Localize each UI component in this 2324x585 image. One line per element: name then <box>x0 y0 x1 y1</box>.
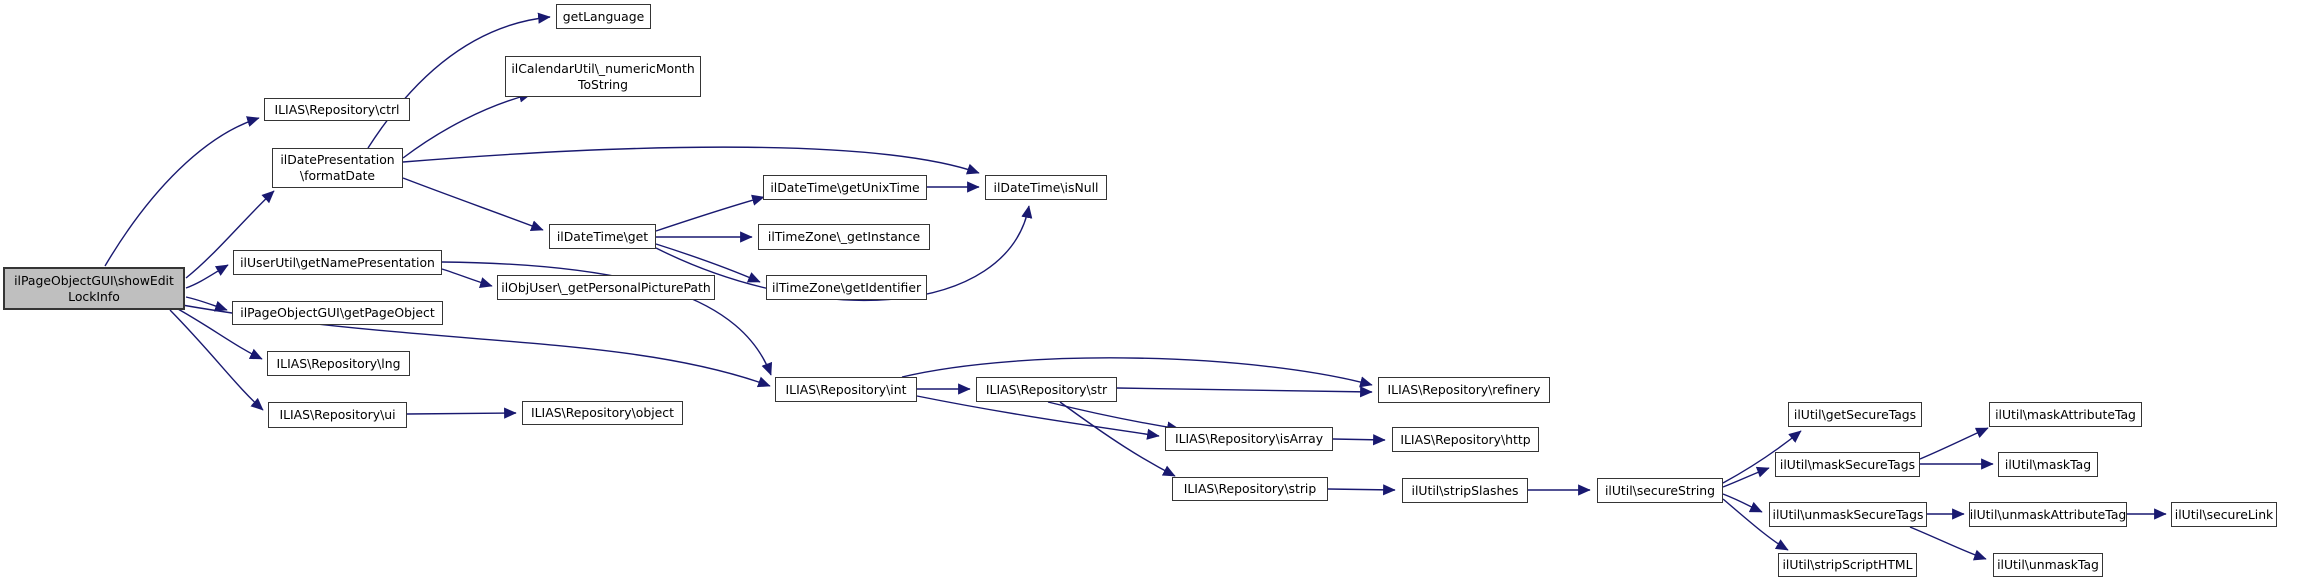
node-datetime-get[interactable]: ilDateTime\get <box>549 224 656 249</box>
node-repository-ui[interactable]: ILIAS\Repository\ui <box>268 402 407 428</box>
edge-secure-string--get-secure-tags <box>1722 430 1802 484</box>
edge-show-edit-lock-info--get-name-presentation <box>185 264 229 289</box>
node-get-name-presentation[interactable]: ilUserUtil\getNamePresentation <box>233 250 442 275</box>
node-label: ilUtil\unmaskTag <box>1997 557 2099 572</box>
node-label: ilDateTime\get <box>556 228 649 244</box>
node-label: ilObjUser\_getPersonalPicturePath <box>501 279 711 295</box>
node-label: \formatDate <box>299 168 376 183</box>
edge-show-edit-lock-info--repository-ui <box>169 309 264 411</box>
node-unmask-secure-tags[interactable]: ilUtil\unmaskSecureTags <box>1769 502 1927 527</box>
node-repository-strip[interactable]: ILIAS\Repository\strip <box>1172 477 1328 501</box>
node-unmask-attribute-tag[interactable]: ilUtil\unmaskAttributeTag <box>1969 502 2127 527</box>
node-mask-tag[interactable]: ilUtil\maskTag <box>1998 452 2098 477</box>
node-strip-slashes[interactable]: ilUtil\stripSlashes <box>1402 478 1528 503</box>
node-label: ilUtil\maskSecureTags <box>1779 456 1916 472</box>
edge-format-date--datetime-is-null <box>402 146 980 175</box>
edge-repository-int--repository-is-array <box>916 395 1160 440</box>
node-label: ilPageObjectGUI\getPageObject <box>240 305 435 320</box>
edge-show-edit-lock-info--repository-lng <box>177 308 263 360</box>
edge-unmask-secure-tags--unmask-tag <box>1909 526 1987 561</box>
node-label: ILIAS\Repository\isArray <box>1174 431 1324 446</box>
node-repository-is-array[interactable]: ILIAS\Repository\isArray <box>1165 427 1333 451</box>
node-label: ilUtil\stripScriptHTML <box>1782 557 1913 572</box>
edge-datetime-get--datetime-get-unix-time <box>655 194 765 232</box>
edge-format-date--numeric-month-to-string <box>402 91 532 159</box>
node-label: ilCalendarUtil\_numericMonth <box>511 60 695 76</box>
edge-repository-strip--strip-slashes <box>1327 484 1396 496</box>
node-label: ilUtil\stripSlashes <box>1411 482 1519 498</box>
edge-repository-str--repository-is-array <box>1047 401 1180 433</box>
edge-mask-secure-tags--mask-attribute-tag <box>1919 427 1989 460</box>
node-timezone-get-identifier[interactable]: ilTimeZone\getIdentifier <box>766 275 927 300</box>
node-label: ilDatePresentation <box>280 152 395 167</box>
edge-repository-int--repository-refinery <box>901 357 1373 388</box>
node-label: ilUtil\getSecureTags <box>1793 406 1917 422</box>
edge-format-date--datetime-get <box>402 177 544 232</box>
edge-show-edit-lock-info--format-date <box>185 190 275 279</box>
node-label: ilDateTime\getUnixTime <box>770 179 920 195</box>
node-repository-object[interactable]: ILIAS\Repository\object <box>522 401 683 425</box>
node-repository-http[interactable]: ILIAS\Repository\http <box>1392 427 1539 452</box>
node-repository-int[interactable]: ILIAS\Repository\int <box>775 377 917 402</box>
edge-secure-string--unmask-secure-tags <box>1722 493 1763 513</box>
node-label: getLanguage <box>562 8 645 24</box>
edge-secure-string--mask-secure-tags <box>1722 466 1770 488</box>
edge-datetime-get--timezone-get-identifier <box>655 243 761 283</box>
node-secure-string[interactable]: ilUtil\secureString <box>1597 478 1723 503</box>
node-label: ilUtil\unmaskAttributeTag <box>1969 506 2127 522</box>
node-label: ILIAS\Repository\lng <box>276 355 401 371</box>
edge-secure-string--strip-script-html <box>1722 498 1789 551</box>
edge-repository-ui--repository-object <box>406 407 517 419</box>
node-label: ilUtil\secureLink <box>2174 506 2274 522</box>
node-secure-link[interactable]: ilUtil\secureLink <box>2171 502 2277 527</box>
edge-show-edit-lock-info--get-page-object <box>185 296 228 312</box>
node-repository-str[interactable]: ILIAS\Repository\str <box>976 377 1117 402</box>
node-datetime-is-null[interactable]: ilDateTime\isNull <box>985 175 1107 200</box>
node-label: ilDateTime\isNull <box>993 179 1099 195</box>
edge-repository-str--repository-strip <box>1059 401 1176 477</box>
edge-repository-str--repository-refinery <box>1116 386 1373 398</box>
node-label: ilUtil\secureString <box>1604 482 1716 498</box>
node-label: ILIAS\Repository\ui <box>279 407 396 422</box>
node-get-secure-tags[interactable]: ilUtil\getSecureTags <box>1788 402 1922 427</box>
node-label: ilTimeZone\getIdentifier <box>771 279 922 295</box>
node-label: ILIAS\Repository\int <box>785 381 907 397</box>
node-label: ilPageObjectGUI\showEdit <box>14 272 174 288</box>
node-label: ILIAS\Repository\str <box>985 381 1108 397</box>
node-label: ilUtil\unmaskSecureTags <box>1772 506 1924 522</box>
node-mask-secure-tags[interactable]: ilUtil\maskSecureTags <box>1775 452 1920 477</box>
node-timezone-get-instance[interactable]: ilTimeZone\_getInstance <box>758 224 930 250</box>
node-strip-script-html[interactable]: ilUtil\stripScriptHTML <box>1778 553 1917 577</box>
edge-repository-is-array--repository-http <box>1332 434 1386 446</box>
node-label: ilUserUtil\getNamePresentation <box>240 254 435 270</box>
node-label: ILIAS\Repository\ctrl <box>274 101 400 117</box>
node-label: ILIAS\Repository\strip <box>1183 481 1317 496</box>
node-repository-lng[interactable]: ILIAS\Repository\lng <box>267 351 410 376</box>
node-label: ToString <box>577 76 629 92</box>
node-unmask-tag[interactable]: ilUtil\unmaskTag <box>1993 553 2103 577</box>
edge-get-name-presentation--get-personal-picture-path <box>441 268 493 288</box>
node-label: ILIAS\Repository\object <box>531 405 674 420</box>
edge-show-edit-lock-info--repository-ctrl <box>104 116 260 267</box>
node-datetime-get-unix-time[interactable]: ilDateTime\getUnixTime <box>763 175 927 200</box>
node-get-page-object[interactable]: ilPageObjectGUI\getPageObject <box>232 301 443 325</box>
node-label: ilTimeZone\_getInstance <box>767 229 921 244</box>
node-label: ilUtil\maskAttributeTag <box>1995 406 2136 422</box>
node-get-language[interactable]: getLanguage <box>556 4 651 29</box>
node-label: ilUtil\maskTag <box>2004 456 2092 472</box>
node-repository-ctrl[interactable]: ILIAS\Repository\ctrl <box>264 98 410 121</box>
node-label: ILIAS\Repository\refinery <box>1387 382 1541 397</box>
node-mask-attribute-tag[interactable]: ilUtil\maskAttributeTag <box>1989 402 2142 427</box>
node-label: ILIAS\Repository\http <box>1400 431 1531 447</box>
node-format-date[interactable]: ilDatePresentation\formatDate <box>272 148 403 188</box>
node-repository-refinery[interactable]: ILIAS\Repository\refinery <box>1378 377 1550 403</box>
node-get-personal-picture-path[interactable]: ilObjUser\_getPersonalPicturePath <box>497 275 715 300</box>
node-label: LockInfo <box>68 288 120 304</box>
